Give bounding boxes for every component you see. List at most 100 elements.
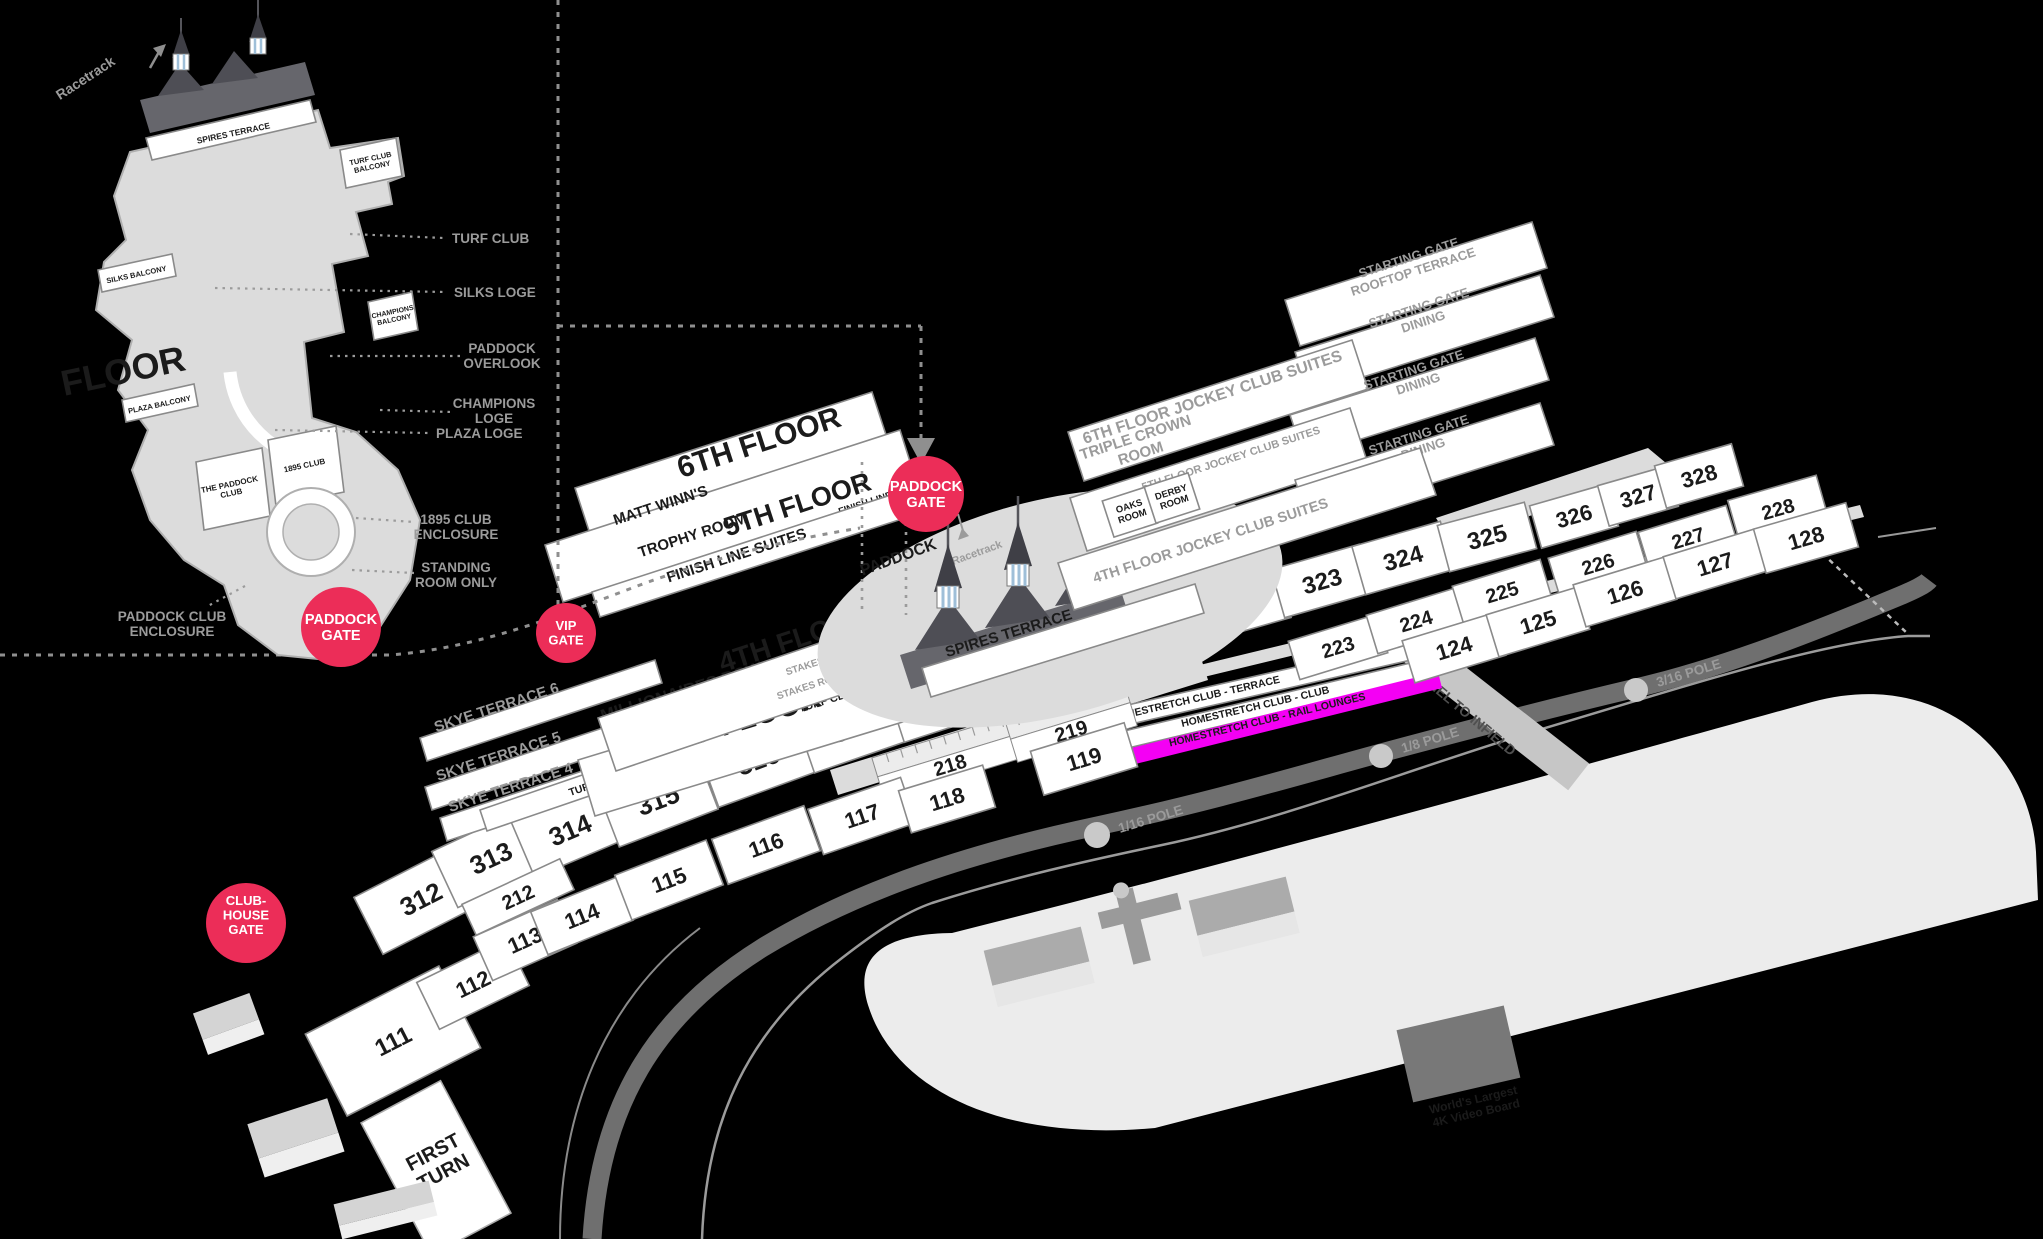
- video-board-screen: [1396, 1005, 1521, 1103]
- gate-vip-circle[interactable]: [536, 603, 596, 663]
- section-212[interactable]: [460, 857, 576, 937]
- suite-tick: [971, 727, 976, 736]
- leader-silks-loge: [214, 286, 447, 294]
- suite-tick: [957, 731, 962, 741]
- inset-silks-balcony[interactable]: [97, 253, 177, 293]
- pole-1-8-icon: [1369, 744, 1393, 768]
- track-outer-rail-turn: [559, 927, 701, 1239]
- inset-silks-loge-callout: SILKS LOGE: [454, 285, 536, 300]
- derby-room-box[interactable]: [1143, 471, 1201, 525]
- spire-cone-right: [1004, 522, 1032, 570]
- inset-spire-cone-right: [249, 14, 267, 42]
- inset-connector-arrowhead-icon: [907, 438, 935, 464]
- pole-1-16-icon: [1084, 822, 1110, 848]
- infield-building-1-roof: [983, 926, 1090, 986]
- outbuilding-3-roof: [333, 1180, 434, 1226]
- infield-building-2-roof: [1188, 876, 1295, 936]
- inset-champions-balcony[interactable]: [367, 291, 419, 341]
- leader-champions-loge: [379, 408, 453, 414]
- section-116[interactable]: [710, 804, 822, 886]
- track-chute-rail: [1877, 527, 1937, 538]
- infield-tote-structure: [1097, 882, 1182, 965]
- track-apron-band: [582, 573, 1937, 1239]
- section-223[interactable]: [1287, 613, 1389, 681]
- outbuilding-3-front: [338, 1201, 438, 1239]
- inset-spire-drum-right: [249, 37, 267, 55]
- inset-spire-stripes-left: [176, 54, 186, 70]
- suite-tick: [942, 735, 947, 745]
- inset-plaza-balcony[interactable]: [121, 383, 199, 423]
- inset-spire-cone-left: [172, 30, 190, 58]
- gate-paddock-inset-circle[interactable]: [301, 587, 381, 667]
- jockey-4th-strip[interactable]: [1056, 447, 1438, 611]
- leader-turf-club: [349, 232, 445, 240]
- suite-tick: [899, 748, 904, 758]
- inset-castle-roof: [140, 62, 315, 133]
- inset-spire-stripes-right: [253, 38, 263, 54]
- jockey-starting-gate-complex: STARTING GATEROOFTOP TERRACE STARTING GA…: [1056, 220, 1556, 611]
- castle-gable-2: [985, 576, 1050, 628]
- infield-building-1-front: [992, 961, 1095, 1008]
- infield-tote-pole-icon: [1113, 882, 1130, 899]
- inset-castle-gable-1: [158, 63, 204, 96]
- infield-building-2: [1188, 876, 1300, 958]
- infield-building-1: [983, 926, 1095, 1008]
- spires-terrace-strip[interactable]: [920, 583, 1206, 698]
- video-board: World's Largest4K Video Board: [1396, 1005, 1521, 1130]
- inset-spires-terrace-strip[interactable]: [145, 99, 317, 161]
- leader-standing-room: [351, 568, 415, 575]
- infield-tote-cross: [1097, 887, 1182, 965]
- section-328[interactable]: [1653, 442, 1745, 510]
- rooftop-terrace-strip[interactable]: [1283, 220, 1549, 348]
- castle-gable-1: [915, 598, 980, 650]
- outbuilding-1-front: [202, 1019, 265, 1055]
- infield-building-2-front: [1197, 911, 1300, 958]
- section-326[interactable]: [1528, 482, 1620, 550]
- jockey-6th-strip[interactable]: [1066, 338, 1370, 483]
- outbuilding-1-roof: [192, 992, 259, 1040]
- homestretch-rail-lounges-strip[interactable]: [1095, 672, 1442, 773]
- suite-tick: [914, 744, 919, 754]
- track-inner-rail: [700, 634, 1930, 1239]
- suite-tick: [885, 753, 890, 763]
- inset-turf-club-callout: TURF CLUB: [452, 231, 529, 246]
- derby-room-rect: [1143, 471, 1201, 525]
- skye-terrace-6-strip[interactable]: [419, 658, 663, 763]
- spire-stripes-right: [1011, 564, 1027, 586]
- infield-area: [864, 694, 2038, 1131]
- inset-paddock-ring-inner: [282, 503, 340, 561]
- inset-castle-gable-2: [212, 51, 258, 84]
- inset-border-bottom-walkway: [0, 526, 861, 657]
- section-118[interactable]: [897, 764, 997, 834]
- outbuilding-2-roof: [247, 1098, 339, 1159]
- suite-tick: [928, 740, 933, 749]
- section-115[interactable]: [613, 838, 725, 922]
- gate-paddock-main-circle[interactable]: [888, 456, 964, 532]
- outbuildings: [192, 992, 438, 1239]
- leader-1895-enclosure: [355, 516, 415, 524]
- gate-clubhouse-circle[interactable]: [206, 883, 286, 963]
- section-125[interactable]: [1485, 586, 1591, 658]
- inset-turf-club-balcony[interactable]: [339, 137, 403, 189]
- spire-cone-left: [934, 544, 962, 592]
- inset-racetrack-arrowhead-icon: [153, 44, 166, 57]
- inset-plaza-loge-callout: PLAZA LOGE: [436, 426, 523, 441]
- section-119[interactable]: [1029, 721, 1139, 797]
- section-128[interactable]: [1752, 501, 1860, 575]
- pole-3-16-icon: [1624, 678, 1648, 702]
- section-325[interactable]: [1436, 501, 1538, 573]
